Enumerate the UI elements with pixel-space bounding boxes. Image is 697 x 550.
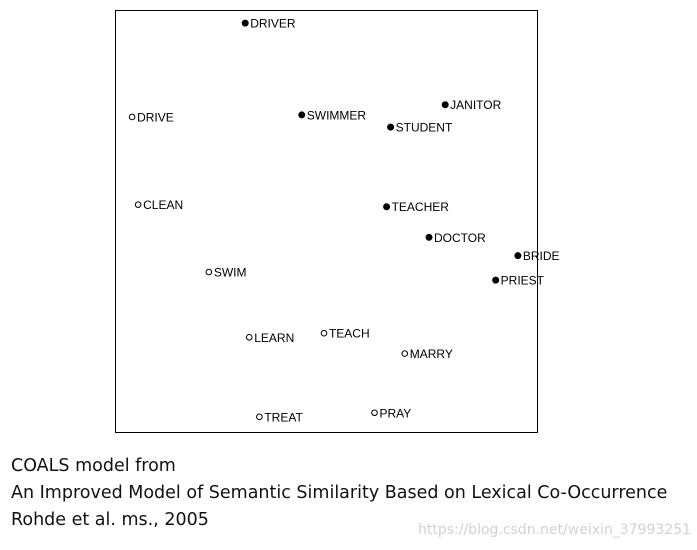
point-priest bbox=[492, 276, 500, 284]
point-label-swim: SWIM bbox=[214, 266, 247, 280]
point-student bbox=[387, 123, 395, 131]
point-label-priest: PRIEST bbox=[501, 274, 545, 288]
point-learn bbox=[245, 333, 253, 341]
point-swimmer bbox=[298, 111, 306, 119]
point-drive bbox=[128, 113, 136, 121]
point-driver bbox=[241, 19, 249, 27]
point-label-student: STUDENT bbox=[396, 121, 453, 135]
point-treat bbox=[256, 413, 263, 421]
point-label-treat: TREAT bbox=[264, 410, 303, 424]
point-swim bbox=[205, 268, 213, 276]
point-label-drive: DRIVE bbox=[137, 110, 174, 124]
point-label-driver: DRIVER bbox=[250, 17, 296, 31]
scatter-plot: DRIVER SWIMMER JANITOR STUDENT TEACHER DOCTOR… bbox=[115, 10, 560, 433]
point-label-pray: PRAY bbox=[379, 406, 411, 420]
caption-line-3: Rohde et al. ms., 2005 bbox=[11, 510, 209, 530]
point-teach bbox=[320, 329, 328, 337]
point-marry bbox=[401, 350, 409, 357]
caption-line-1: COALS model from bbox=[11, 456, 176, 476]
point-pray bbox=[371, 409, 378, 417]
points-layer: DRIVER SWIMMER JANITOR STUDENT TEACHER DOCTOR… bbox=[128, 17, 560, 424]
point-label-clean: CLEAN bbox=[143, 198, 183, 212]
point-label-teacher: TEACHER bbox=[392, 200, 450, 214]
point-doctor bbox=[425, 233, 433, 241]
point-bride bbox=[514, 252, 522, 260]
point-label-swimmer: SWIMMER bbox=[307, 108, 367, 122]
watermark: https://blog.csdn.net/weixin_37993251 bbox=[418, 522, 692, 538]
plot-frame bbox=[115, 10, 538, 433]
point-teacher bbox=[383, 203, 391, 211]
point-label-learn: LEARN bbox=[254, 331, 294, 345]
point-label-marry: MARRY bbox=[410, 347, 453, 361]
point-label-janitor: JANITOR bbox=[450, 98, 501, 112]
point-clean bbox=[134, 201, 142, 208]
point-label-bride: BRIDE bbox=[523, 249, 560, 263]
point-label-doctor: DOCTOR bbox=[434, 231, 486, 245]
point-janitor bbox=[441, 101, 449, 109]
caption-line-2: An Improved Model of Semantic Similarity… bbox=[11, 483, 668, 503]
point-label-teach: TEACH bbox=[329, 327, 370, 341]
